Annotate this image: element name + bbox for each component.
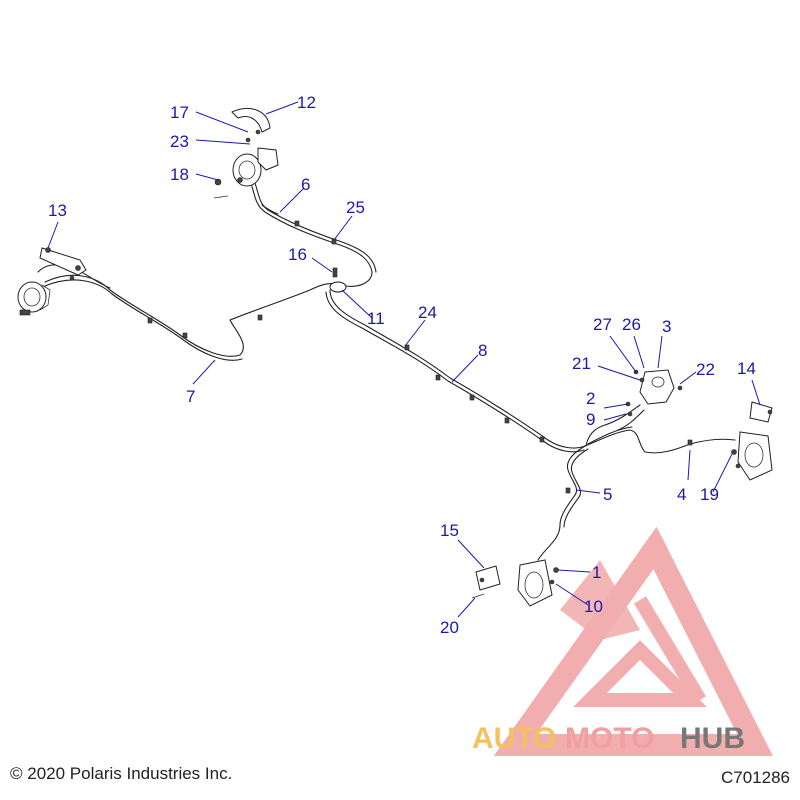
callout-7: 7: [186, 387, 195, 406]
callout-13: 13: [48, 201, 67, 220]
brake-line-front-left: [537, 445, 586, 561]
callout-24: 24: [418, 303, 437, 322]
brake-line-left: [44, 274, 339, 357]
callout-3: 3: [662, 317, 671, 336]
copyright-text: © 2020 Polaris Industries Inc.: [10, 764, 233, 783]
callout-10: 10: [584, 597, 603, 616]
callout-12: 12: [297, 93, 316, 112]
callout-17: 17: [170, 103, 189, 122]
callout-4: 4: [677, 485, 686, 504]
upper-caliper: [213, 137, 279, 199]
callout-9: 9: [586, 410, 595, 429]
callout-21: 21: [572, 354, 591, 373]
watermark-brand-moto: MOTO: [565, 722, 654, 755]
callout-18: 18: [170, 165, 189, 184]
front-left-caliper: [517, 559, 559, 607]
callout-8: 8: [478, 341, 487, 360]
left-caliper: [17, 281, 51, 316]
upper-shield-12: [231, 108, 271, 135]
callout-19: 19: [700, 485, 719, 504]
callout-23: 23: [170, 132, 189, 151]
callout-26: 26: [622, 315, 641, 334]
callout-20: 20: [440, 618, 459, 637]
line-clips: [147, 220, 693, 494]
brake-line-main: [329, 289, 586, 449]
junction-block: [329, 267, 347, 293]
callout-2: 2: [586, 389, 595, 408]
callout-15: 15: [440, 521, 459, 540]
watermark-brand-hub: HUB: [680, 722, 745, 755]
callout-11: 11: [367, 309, 385, 328]
callout-14: 14: [737, 359, 756, 378]
callout-1: 1: [592, 563, 601, 582]
watermark-brand-auto: AUTO: [472, 722, 556, 755]
drawing-code: C701286: [720, 768, 790, 787]
watermark-logo: [493, 526, 773, 756]
callout-5: 5: [603, 485, 612, 504]
right-caliper: [731, 431, 773, 481]
brake-line-upper: [249, 179, 373, 287]
callout-6: 6: [301, 175, 310, 194]
callout-leaders: [47, 101, 761, 618]
brake-line-front-right: [584, 429, 736, 454]
callout-25: 25: [346, 198, 365, 217]
callout-16: 16: [288, 245, 307, 264]
callout-22: 22: [696, 360, 715, 379]
bracket-13: [39, 247, 87, 281]
bracket-15: [471, 565, 501, 599]
bracket-14: [749, 401, 773, 423]
callout-27: 27: [593, 315, 612, 334]
